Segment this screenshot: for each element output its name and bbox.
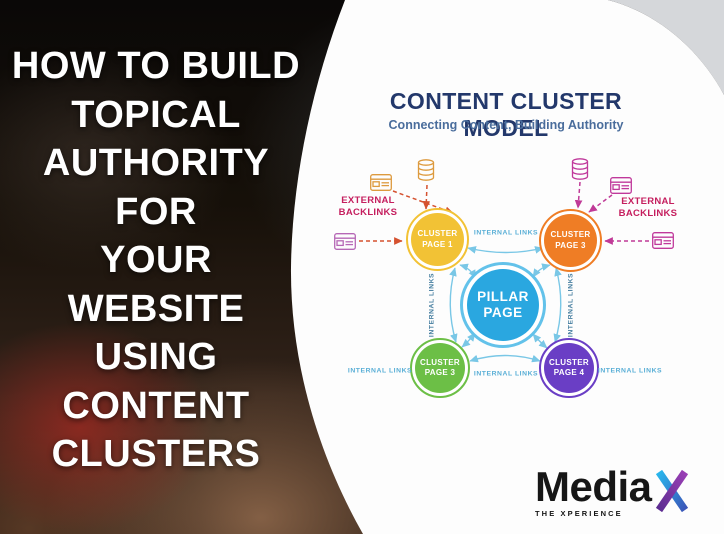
diagram-subtitle: Connecting Content, Building Authority [388,118,624,132]
logo-brand-text: Media [535,463,652,510]
logo-x-icon [655,470,688,512]
internal-links-label-bottom-left: INTERNAL LINKS [347,367,413,375]
internal-links-label-bottom-right: INTERNAL LINKS [597,367,663,375]
webpage-icon [370,174,392,191]
headline-line: TOPICAL [71,93,241,136]
headline-line: CLUSTERS [51,433,261,475]
label-line: EXTERNAL [621,196,675,208]
cluster-page-3-top-node: CLUSTER PAGE 3 [539,209,602,272]
internal-link-arrows [449,246,562,363]
headline-line: YOUR [100,239,212,281]
database-icon [571,158,589,180]
mediax-logo: Media THE XPERIENCE [535,463,715,518]
cluster-label: PAGE 3 [555,240,586,250]
internal-links-label-bottom-middle: INTERNAL LINKS [473,370,539,378]
label-line: BACKLINKS [618,208,678,219]
pillar-page-node: PILLAR PAGE [460,262,546,348]
webpage-icon [610,177,632,194]
webpage-icon [652,232,674,249]
external-backlinks-label-left: EXTERNAL BACKLINKS [339,195,398,219]
cluster-label: CLUSTER [417,229,458,239]
database-icon [417,159,435,181]
headline-line: FOR [115,190,197,233]
cluster-label: PAGE 3 [424,368,456,377]
gray-corner [608,0,724,95]
cluster-page-4-node: CLUSTER PAGE 4 [539,338,599,398]
label-line: EXTERNAL [341,195,395,207]
headline-line: WEBSITE [67,287,245,330]
external-backlinks-label-right: EXTERNAL BACKLINKS [619,196,678,220]
cluster-page-1-node: CLUSTER PAGE 1 [406,208,469,271]
headline-line: HOW TO BUILD [11,45,301,87]
diagram-title: CONTENT CLUSTER MODEL [389,88,623,141]
cluster-label: CLUSTER [549,357,589,367]
cluster-label: PAGE 1 [422,239,453,249]
logo-tagline: THE XPERIENCE [535,509,623,518]
external-backlink-arrows-right [574,181,649,245]
label-line: BACKLINKS [338,207,398,218]
internal-links-label-right-vertical: INTERNAL LINKS [567,272,575,338]
cluster-label: CLUSTER [420,357,460,367]
internal-links-label-left-vertical: INTERNAL LINKS [428,272,436,338]
internal-links-label-top: INTERNAL LINKS [473,229,539,237]
pillar-label: PAGE [483,305,523,320]
external-backlink-arrows-left [359,184,454,245]
headline-line: USING [94,336,218,378]
cluster-page-3-bottom-node: CLUSTER PAGE 3 [410,338,470,398]
webpage-icon [334,233,356,250]
headline-line: AUTHORITY [42,142,270,184]
pillar-label: PILLAR [477,288,529,304]
cluster-label: PAGE 4 [553,368,585,377]
headline-line: CONTENT [62,384,250,427]
cluster-label: CLUSTER [550,230,591,240]
headline: HOW TO BUILD TOPICAL AUTHORITY FOR YOUR … [0,42,312,479]
